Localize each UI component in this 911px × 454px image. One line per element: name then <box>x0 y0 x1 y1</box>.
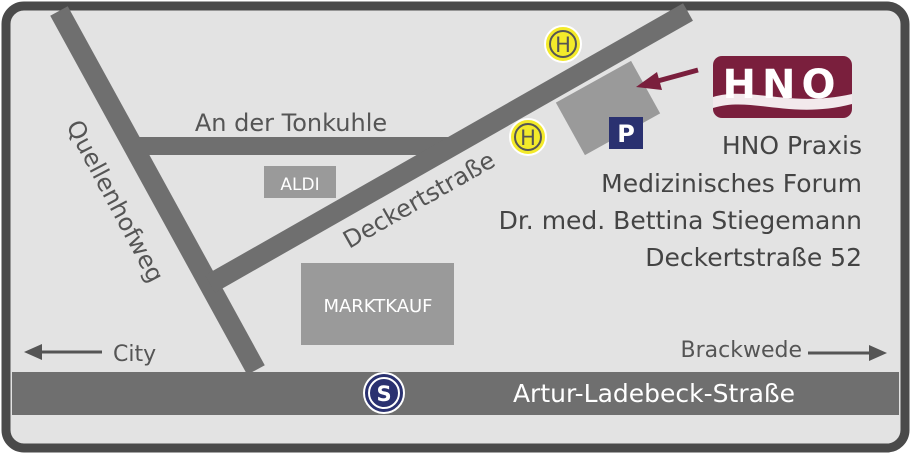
practice-line-4: Deckertstraße 52 <box>645 243 862 272</box>
direction-left: City <box>24 342 156 367</box>
road-artur-ladebeck-strasse <box>12 372 899 415</box>
parking-icon: P <box>609 117 643 149</box>
hno-logo-text: HNO <box>723 62 842 108</box>
direction-label-city: City <box>113 342 156 367</box>
direction-label-brackwede: Brackwede <box>681 338 802 363</box>
parking-letter: P <box>617 120 635 148</box>
practice-building <box>555 60 661 156</box>
bus-stop-letter: H <box>555 33 571 57</box>
sbahn-letter: S <box>376 382 391 406</box>
marktkauf-building <box>301 263 454 345</box>
marktkauf-label: MARKTKAUF <box>323 296 432 317</box>
road-quellenhofweg <box>50 6 265 375</box>
arrow-right-icon <box>869 345 887 361</box>
practice-line-2: Medizinisches Forum <box>601 169 862 198</box>
arrow-left-icon <box>24 344 42 360</box>
roads <box>50 3 693 375</box>
direction-right: Brackwede <box>681 338 887 363</box>
bus-stop-icon: H <box>509 118 547 156</box>
street-label-an-der-tonkuhle: An der Tonkuhle <box>195 109 387 137</box>
practice-line-1: HNO Praxis <box>722 131 862 160</box>
practice-line-3: Dr. med. Bettina Stiegemann <box>499 206 862 235</box>
aldi-label: ALDI <box>280 175 319 195</box>
bus-stop-icon: H <box>544 25 582 63</box>
aldi-building <box>264 166 336 198</box>
bus-stop-letter: H <box>520 126 536 150</box>
hno-logo: HNO <box>713 56 852 118</box>
road-deckertstrasse <box>205 3 693 293</box>
practice-pointer-arrow <box>636 67 699 90</box>
sbahn-icon: S <box>363 372 405 414</box>
street-label-artur-ladebeck-strasse: Artur-Ladebeck-Straße <box>513 379 795 408</box>
practice-address: HNO Praxis Medizinisches Forum Dr. med. … <box>499 131 862 272</box>
